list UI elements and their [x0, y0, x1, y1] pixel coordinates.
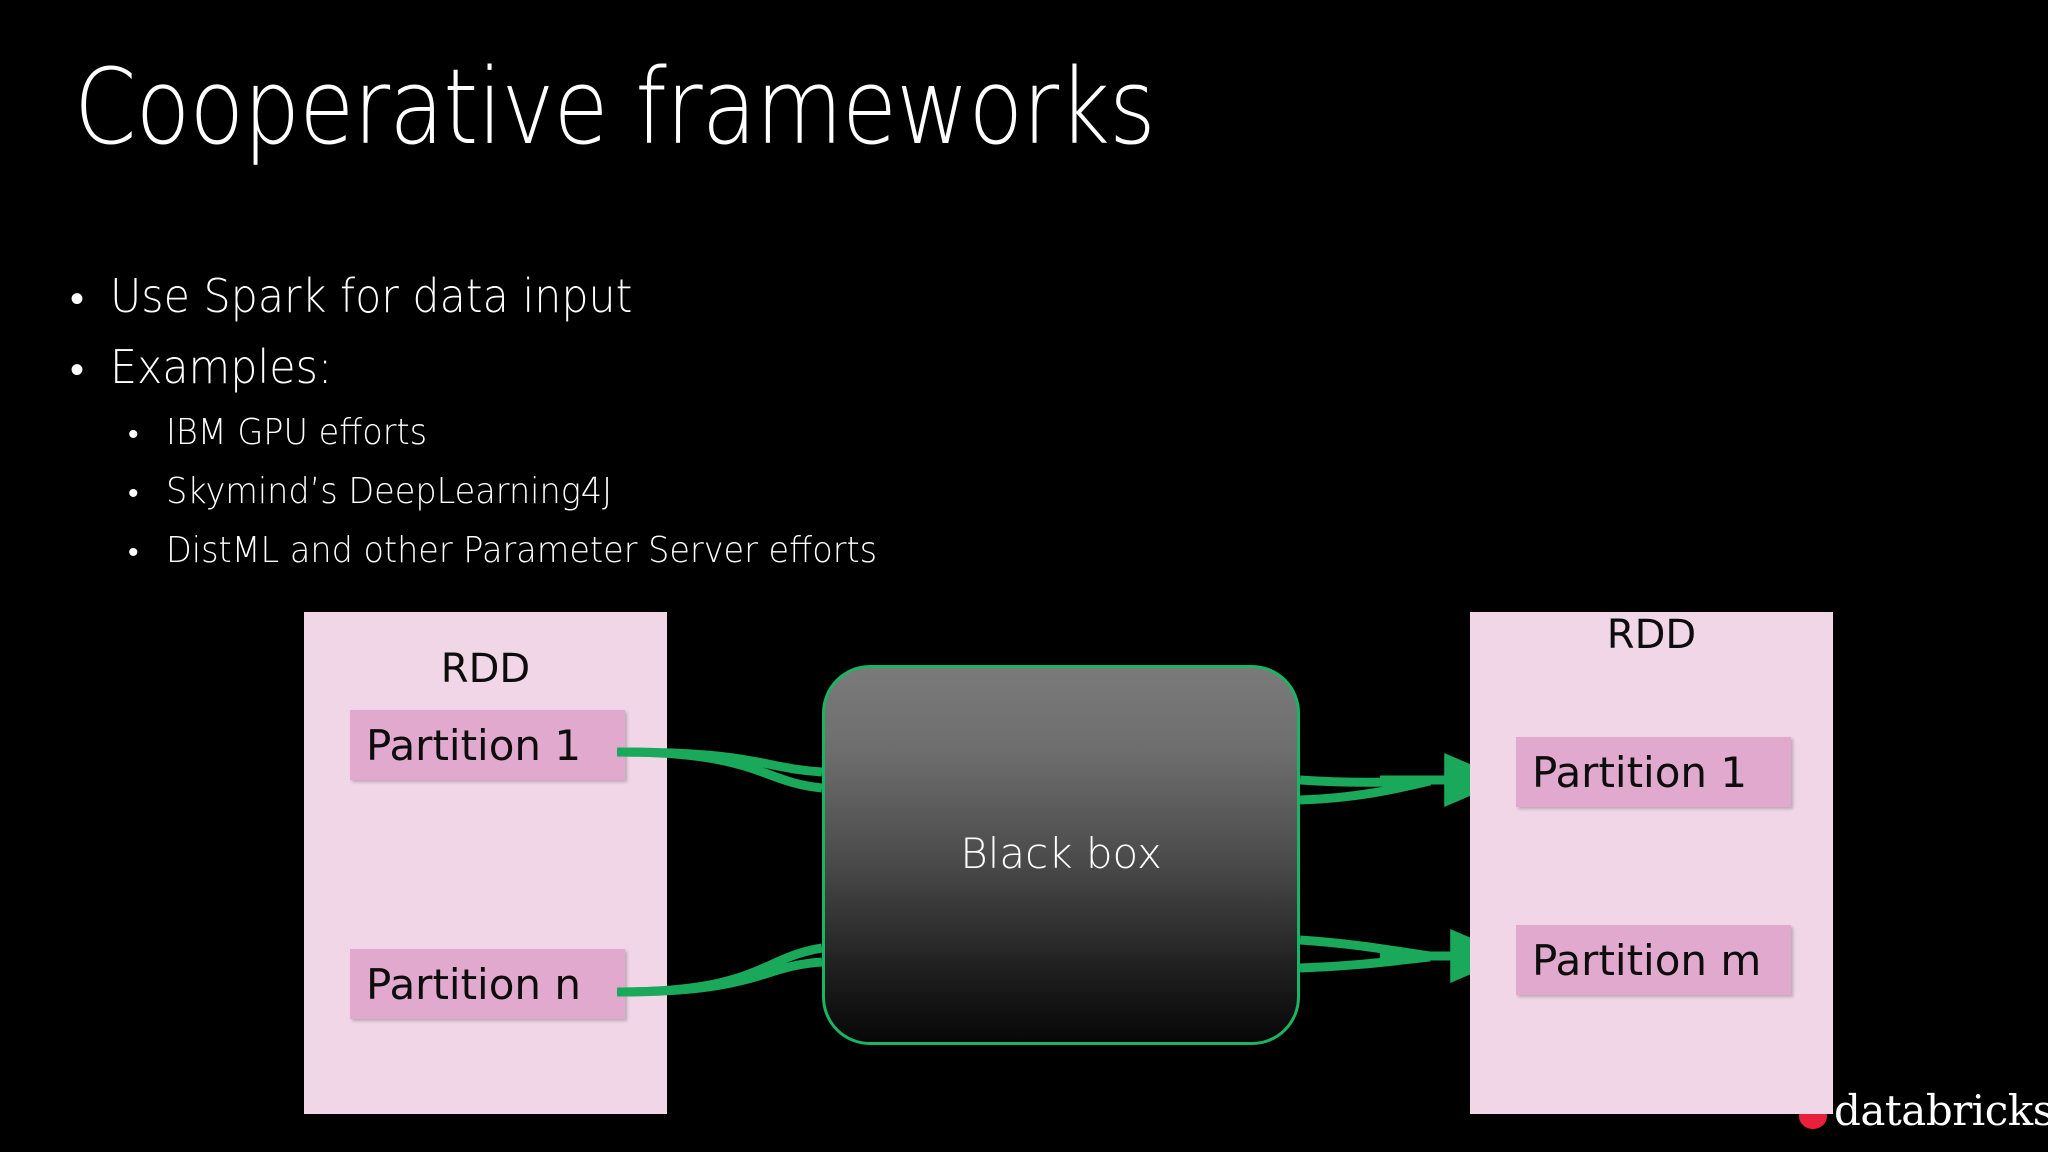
black-box-node: Black box [822, 665, 1300, 1045]
connector-right-bottom-b [1299, 952, 1431, 973]
rdd-box-right-occluder: RDD Partition 1 Partition m [1470, 612, 1833, 1114]
bullet-text: Use Spark for data input [110, 269, 633, 323]
bullet-text: IBM GPU efforts [166, 412, 428, 453]
bullet-text: DistML and other Parameter Server effort… [166, 530, 878, 571]
bullet-text: Examples: [110, 340, 333, 394]
connector-right-top-a [1299, 775, 1431, 787]
bullet-item-3: • Skymind’s DeepLearning4J [70, 463, 1370, 522]
bullet-marker-icon: • [70, 347, 85, 393]
partition-left-1: Partition 1 [350, 710, 625, 780]
connector-right-top-b [1299, 776, 1432, 805]
bullet-item-1: • Examples: [70, 333, 1370, 404]
rdd-box-left: RDD Partition 1 Partition n [304, 612, 667, 1114]
black-box-label: Black box [960, 828, 1162, 878]
bullet-marker-icon: • [128, 535, 139, 570]
bullet-marker-icon: • [128, 476, 139, 511]
databricks-logo: databricks [1796, 1082, 2048, 1140]
bullet-item-2: • IBM GPU efforts [70, 404, 1370, 463]
rdd-label-left: RDD [440, 646, 531, 692]
connector-right-bottom-a [1299, 935, 1431, 961]
partition-right-1-dup: Partition 1 [1516, 737, 1791, 807]
bullet-list: • Use Spark for data input • Examples: •… [70, 262, 1370, 581]
bullet-marker-icon: • [128, 417, 139, 452]
partition-left-2: Partition n [350, 949, 625, 1019]
partition-right-2-dup: Partition m [1516, 925, 1791, 995]
bullet-text: Skymind’s DeepLearning4J [166, 471, 612, 512]
rdd-label-right-dup: RDD [1606, 612, 1697, 658]
bullet-item-4: • DistML and other Parameter Server effo… [70, 522, 1370, 581]
bullet-marker-icon: • [70, 276, 85, 322]
databricks-wordmark: databricks [1834, 1086, 2048, 1135]
bullet-item-0: • Use Spark for data input [70, 262, 1370, 333]
page-title: Cooperative frameworks [74, 46, 1156, 168]
